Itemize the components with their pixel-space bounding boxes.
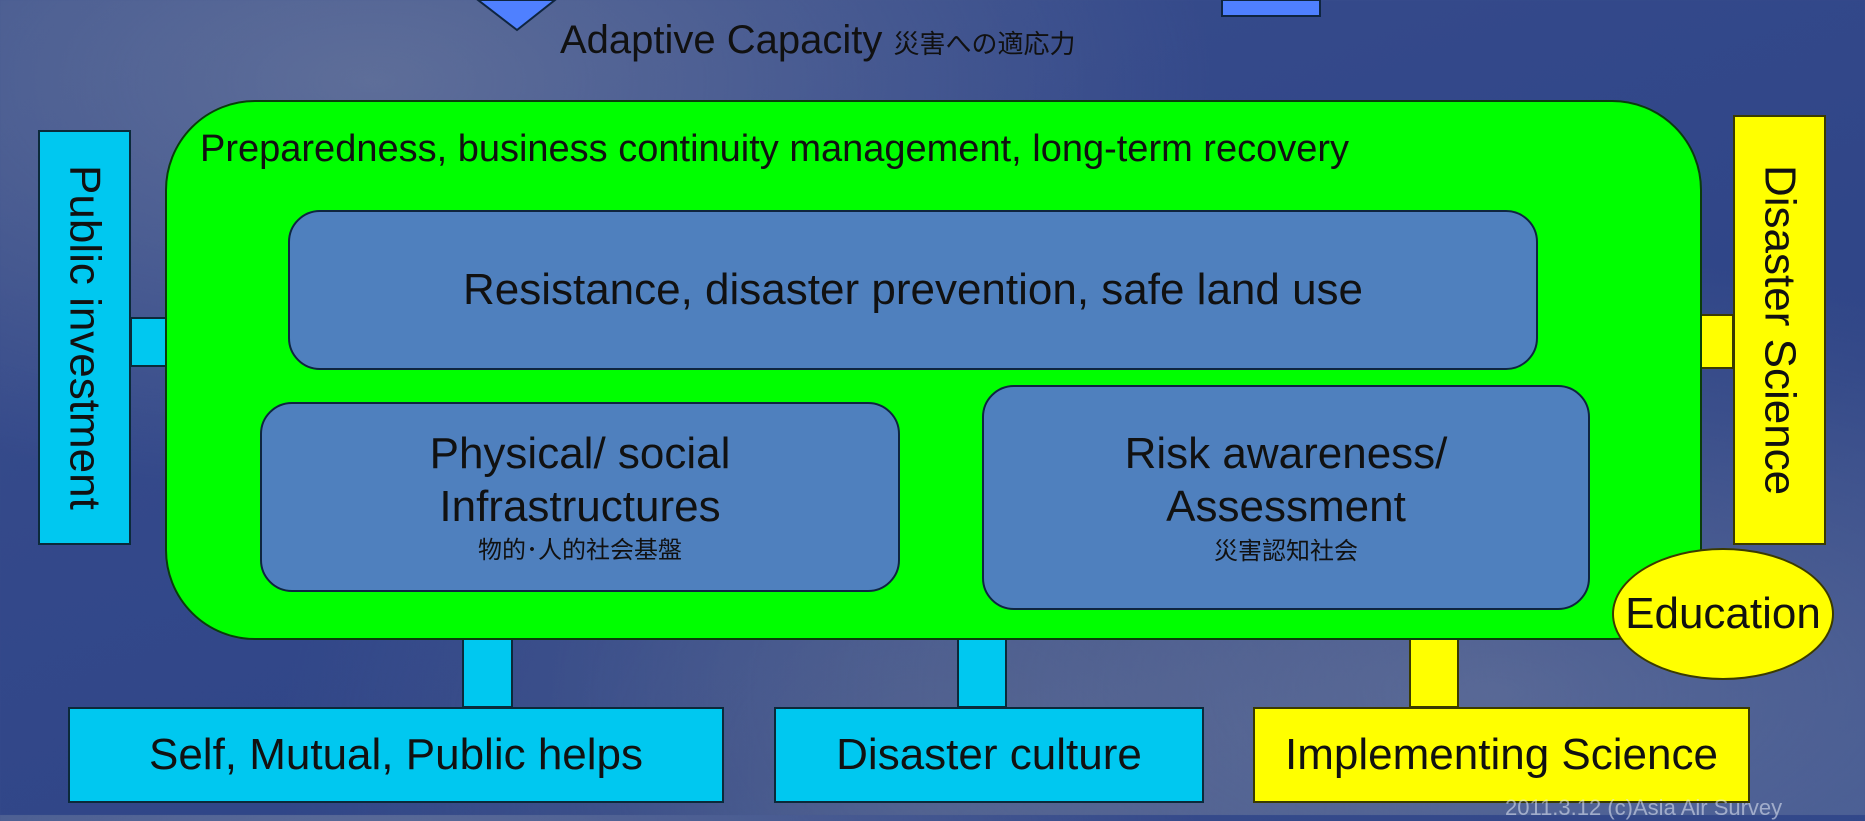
infrastructure-line2: Infrastructures (439, 481, 721, 531)
risk-box: Risk awareness/ Assessment 災害認知社会 (982, 385, 1590, 610)
panel-label: Preparedness, business continuity manage… (200, 128, 1350, 170)
infrastructure-box: Physical/ social Infrastructures 物的･人的社会… (260, 402, 900, 592)
diagram-title: Adaptive Capacity 災害への適応力 (560, 18, 1076, 63)
public-investment-box: Public investment (38, 130, 131, 545)
implementing-science-label: Implementing Science (1285, 730, 1718, 779)
risk-line2: Assessment (1166, 482, 1406, 532)
infrastructure-line1: Physical/ social (429, 428, 731, 478)
implementing-science-box: Implementing Science (1253, 707, 1750, 803)
public-investment-label: Public investment (60, 165, 110, 510)
risk-jp: 災害認知社会 (1214, 537, 1358, 565)
self-mutual-public-helps-box: Self, Mutual, Public helps (68, 707, 724, 803)
top-blue-square-fragment (1221, 0, 1321, 17)
disaster-science-label: Disaster Science (1755, 164, 1805, 496)
education-label: Education (1625, 589, 1821, 638)
infrastructure-jp: 物的･人的社会基盤 (478, 537, 682, 565)
risk-line1: Risk awareness/ (1124, 429, 1448, 479)
disaster-culture-label: Disaster culture (836, 730, 1142, 779)
education-ellipse: Education (1612, 548, 1834, 680)
title-main: Adaptive Capacity (560, 18, 883, 62)
resistance-box: Resistance, disaster prevention, safe la… (288, 210, 1538, 370)
disaster-culture-box: Disaster culture (774, 707, 1204, 803)
resistance-label: Resistance, disaster prevention, safe la… (462, 265, 1364, 314)
title-jp: 災害への適応力 (893, 29, 1076, 59)
top-blue-arrow-fragment (476, 0, 557, 32)
disaster-science-box: Disaster Science (1733, 115, 1826, 545)
self-mutual-label: Self, Mutual, Public helps (148, 730, 644, 779)
photo-credit-watermark: 2011.3.12 (c)Asia Air Survey (1505, 795, 1783, 820)
